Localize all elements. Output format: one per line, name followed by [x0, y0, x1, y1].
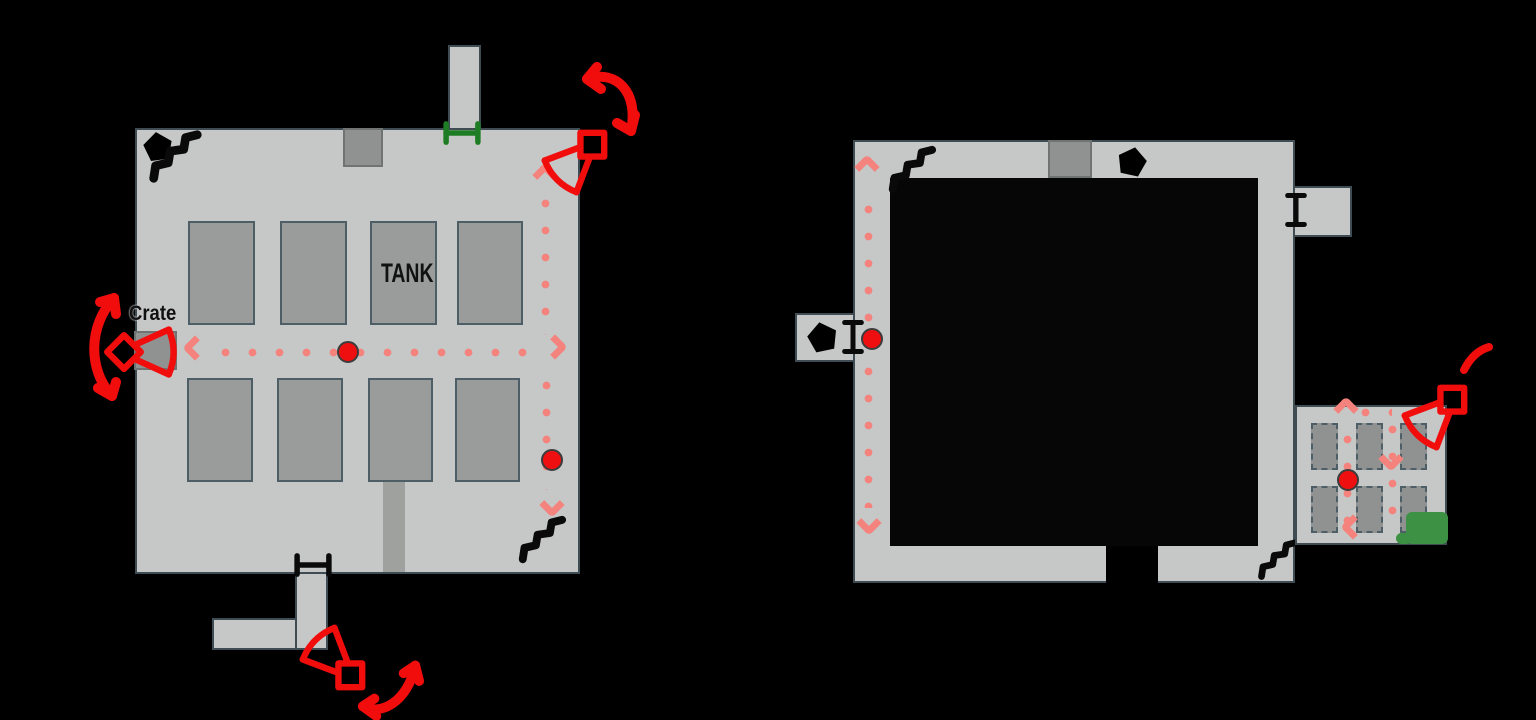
green-door-icon — [440, 116, 484, 150]
camera-swivel-arc — [582, 62, 640, 136]
camera-swivel-arc — [1460, 343, 1493, 374]
tank-rect — [457, 221, 523, 325]
tank-label: TANK — [380, 258, 434, 288]
pentagon-item-icon — [804, 319, 840, 354]
crate — [1356, 423, 1383, 470]
patrol-path-vertical-up — [541, 190, 550, 335]
tank-rect — [187, 378, 253, 482]
tank-rect — [188, 221, 255, 325]
tank-rect — [368, 378, 433, 482]
stairs-icon — [142, 126, 208, 188]
black-door-icon — [1283, 190, 1309, 230]
patrol-path-vertical — [1388, 416, 1397, 532]
crate — [1356, 486, 1383, 533]
patrol-path-vertical — [864, 196, 873, 508]
stairs-icon — [884, 142, 940, 198]
dark-interior — [890, 178, 1258, 546]
guard-dot — [861, 328, 883, 350]
guard-dot — [541, 449, 563, 471]
camera-swivel-arc — [357, 660, 425, 720]
crate — [1311, 486, 1338, 533]
bottom-wall-opening — [1106, 546, 1158, 585]
guard-dot — [1337, 469, 1359, 491]
pipe-strip — [383, 482, 405, 572]
tank-rect — [280, 221, 347, 325]
exit-pad-foot — [1396, 533, 1412, 544]
patrol-path-horizontal — [212, 348, 538, 357]
top-passage — [448, 45, 481, 132]
pentagon-item-icon — [1115, 144, 1150, 178]
patrol-path-horizontal — [1352, 408, 1392, 417]
camera-swivel-arc — [89, 293, 121, 401]
exit-pad — [1406, 512, 1448, 544]
patrol-path-vertical-down — [542, 372, 551, 490]
guard-dot — [337, 341, 359, 363]
crate — [1311, 423, 1338, 470]
tank-rect — [370, 221, 437, 325]
stairs-icon — [502, 512, 582, 568]
black-door-icon — [291, 548, 335, 582]
tank-rect — [455, 378, 520, 482]
tank-rect — [277, 378, 343, 482]
wall-block — [343, 128, 383, 167]
crate-label: Crate — [129, 302, 177, 325]
wall-block — [1048, 140, 1092, 178]
